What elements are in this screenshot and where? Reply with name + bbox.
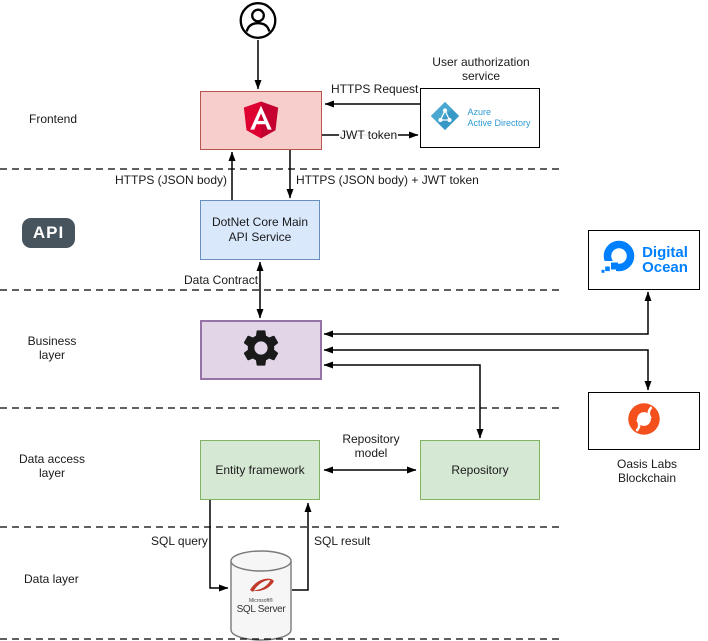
layer-label-data: Data layer (24, 572, 79, 586)
gear-icon (239, 326, 283, 374)
edge-business-oasis (323, 346, 652, 391)
digitalocean-icon (600, 240, 636, 280)
edge-label-sql-query: SQL query (150, 534, 209, 549)
oasis-labs-caption: Oasis Labs Blockchain (616, 457, 678, 486)
azure-logo-line2: Active Directory (467, 118, 531, 128)
edge-business-digitalocean (323, 291, 652, 338)
oasis-labs-icon (623, 398, 665, 444)
sql-server-node (230, 550, 292, 641)
edge-label-https-json-jwt: HTTPS (JSON body) + JWT token (295, 173, 480, 188)
digitalocean-logo-line1: Digital (642, 243, 688, 261)
user-icon (238, 1, 278, 46)
edge-label-https-json-body: HTTPS (JSON body) (114, 173, 229, 188)
edge-label-sql-result: SQL result (313, 534, 372, 549)
api-badge: API (22, 218, 75, 248)
edge-business-repository (323, 361, 484, 439)
entity-framework-node: Entity framework (200, 440, 320, 500)
layer-label-business: Business layer (27, 334, 77, 363)
digitalocean-node: Digital Ocean (588, 230, 700, 290)
angular-icon (238, 95, 284, 147)
azure-logo-line1: Azure (467, 106, 491, 117)
business-layer-node (200, 320, 322, 380)
edge-label-repository-model: Repository model (334, 432, 408, 461)
layer-label-frontend: Frontend (29, 112, 78, 126)
repository-label: Repository (451, 462, 509, 477)
edge-sql-query (209, 500, 229, 592)
edge-label-https-request: HTTPS Request (330, 82, 420, 97)
sql-server-swirl-icon (250, 578, 274, 592)
dotnet-core-api-node: DotNet Core Main API Service (200, 200, 320, 260)
repository-node: Repository (420, 440, 540, 500)
edge-label-jwt-token: JWT token (339, 128, 399, 143)
dotnet-core-api-label: DotNet Core Main API Service (211, 215, 309, 244)
edge-label-data-contract: Data Contract (183, 273, 260, 288)
sql-server-label: SQL Server (236, 604, 286, 615)
entity-framework-label: Entity framework (215, 462, 305, 477)
azure-active-directory-node: Azure Active Directory (420, 88, 540, 148)
layer-label-data-access: Data access layer (18, 452, 86, 481)
user-auth-service-caption: User authorization service (432, 55, 530, 84)
sql-server-text: Microsoft® SQL Server (230, 598, 292, 615)
sql-server-brand-small: Microsoft® (249, 598, 273, 604)
frontend-angular-node (200, 91, 322, 150)
azure-active-directory-icon (429, 100, 461, 136)
digitalocean-logo-line2: Ocean (642, 259, 688, 276)
edge-sql-result (292, 502, 312, 591)
oasis-labs-node (588, 392, 700, 450)
